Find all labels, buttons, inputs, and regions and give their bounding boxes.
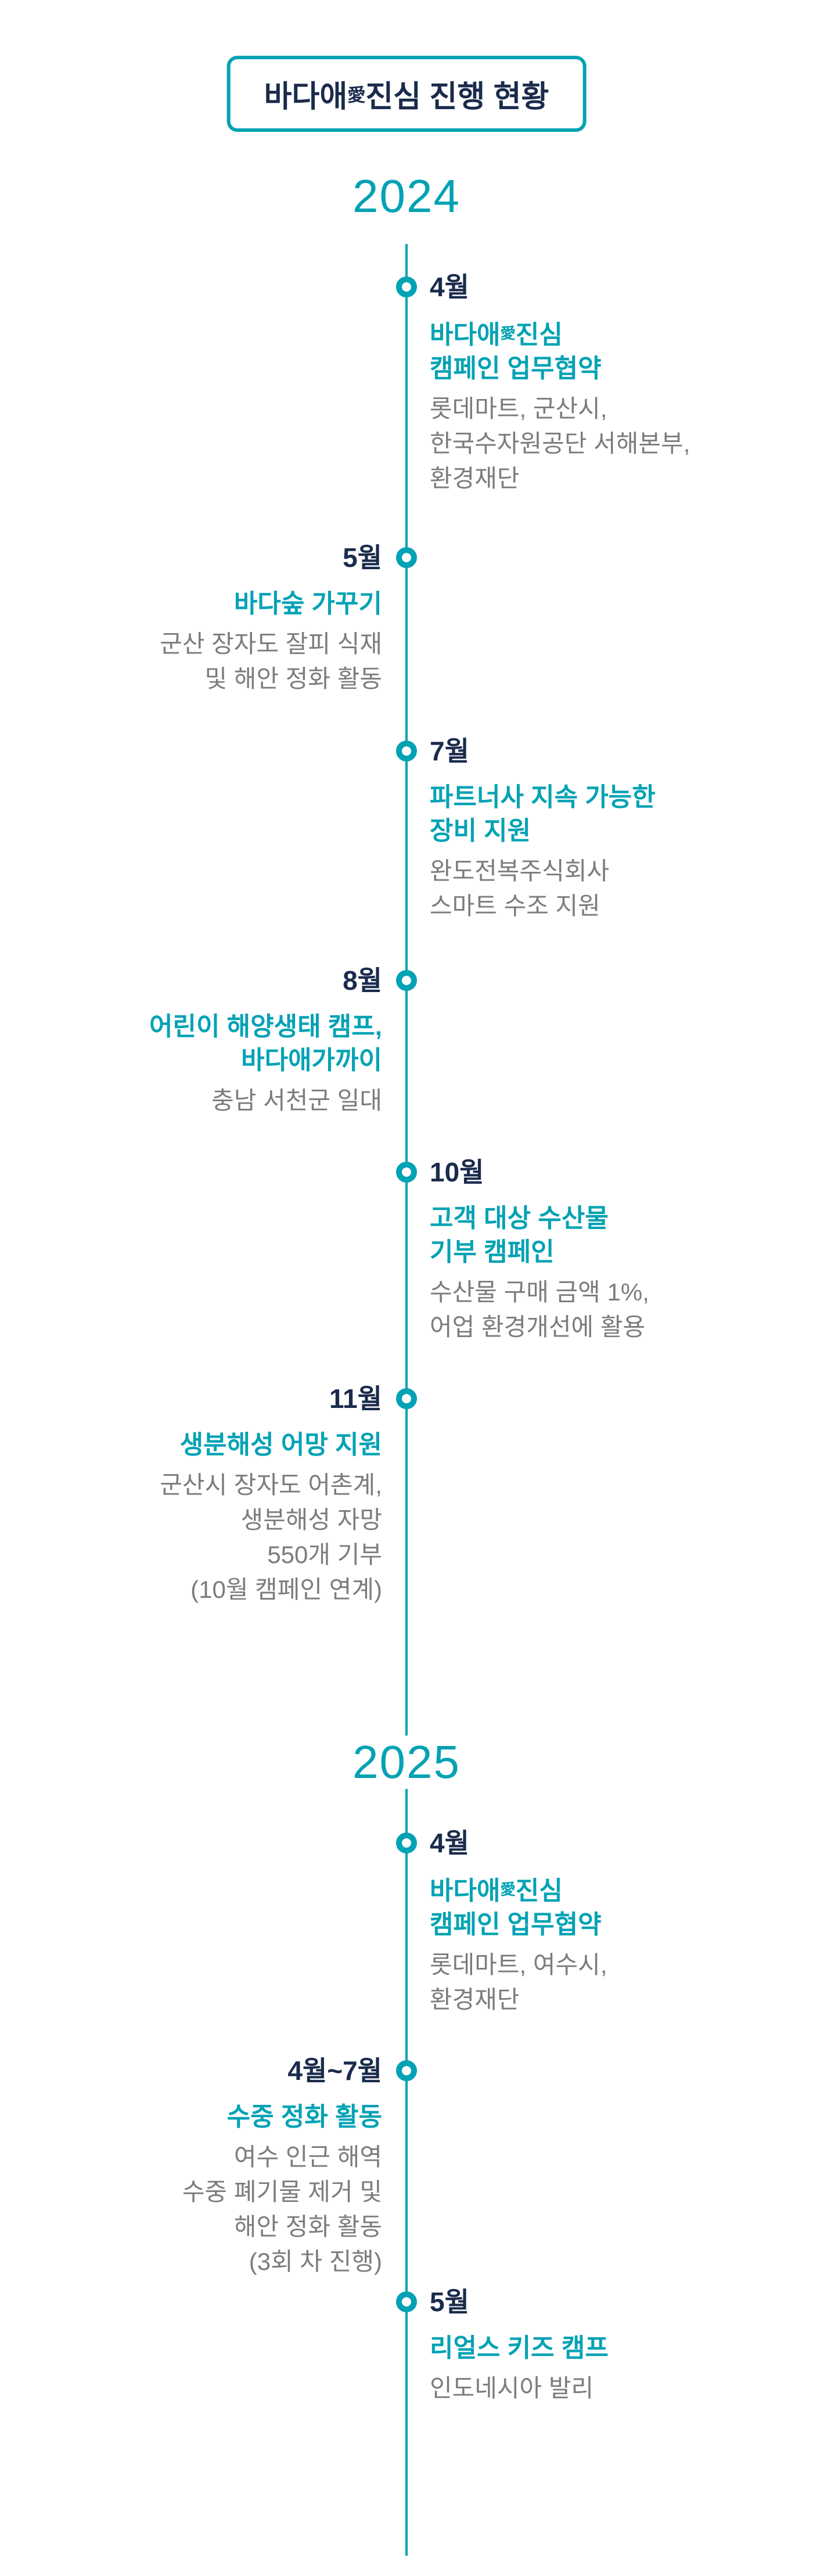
event-title: 장비 지원: [430, 817, 531, 845]
month-label: 8월: [343, 965, 382, 996]
event-body: 군산시 장자도 어촌계, 생분해성 자망 550개 기부 (10월 캠페인 연계…: [160, 1468, 382, 1607]
timeline-dot: [396, 970, 417, 991]
event-body-line: 및 해안 정화 활동: [204, 665, 383, 692]
timeline-dot: [396, 1388, 417, 1409]
love-character: 愛: [347, 85, 366, 106]
event-title: 캠페인 업무협약: [430, 1910, 602, 1939]
event-2025-april-july: 4월~7월 수중 정화 활동 여수 인근 해역 수중 폐기물 제거 및 해안 정…: [182, 2055, 382, 2279]
page-title-post: 진심 진행 현황: [365, 80, 549, 114]
timeline-dot: [396, 547, 417, 568]
month-label: 10월: [430, 1157, 484, 1187]
event-2024-may: 5월 바다숲 가꾸기 군산 장자도 잘피 식재 및 해안 정화 활동: [160, 542, 382, 696]
event-2025-may: 5월 리얼스 키즈 캠프 인도네시아 발리: [430, 2286, 609, 2406]
event-2025-april: 4월 바다애愛진심 캠페인 업무협약 롯데마트, 여수시, 환경재단: [430, 1827, 607, 2017]
title-post: 진심: [515, 1876, 563, 1905]
year-2025-label: 2025: [333, 1736, 480, 1789]
year-heading-2024: 2024: [0, 170, 813, 223]
event-2024-july: 7월 파트너사 지속 가능한 장비 지원 완도전복주식회사 스마트 수조 지원: [430, 735, 656, 924]
timeline-dot: [396, 276, 417, 297]
event-2024-october: 10월 고객 대상 수산물 기부 캠페인 수산물 구매 금액 1%, 어업 환경…: [430, 1156, 649, 1345]
event-title: 기부 캠페인: [430, 1238, 555, 1266]
event-title: 파트너사 지속 가능한: [430, 783, 656, 811]
year-heading-2025: 2025: [0, 1736, 813, 1789]
event-title: 바다숲 가꾸기: [233, 590, 382, 618]
event-body-line: 생분해성 자망: [240, 1506, 382, 1533]
title-pre: 바다애: [430, 1876, 501, 1905]
event-2024-april: 4월 바다애愛진심 캠페인 업무협약 롯데마트, 군산시, 한국수자원공단 서해…: [430, 271, 690, 496]
event-body-line: 환경재단: [430, 1985, 520, 2013]
event-body-line: 롯데마트, 군산시,: [430, 394, 607, 422]
title-post: 진심: [515, 320, 563, 349]
event-body-line: 어업 환경개선에 활용: [430, 1313, 646, 1341]
event-body-line: 스마트 수조 지원: [430, 892, 600, 919]
event-body-line: 완도전복주식회사: [430, 857, 610, 885]
event-title: 고객 대상 수산물: [430, 1204, 609, 1233]
title-pre: 바다애: [430, 320, 501, 349]
event-body-line: 수중 폐기물 제거 및: [182, 2178, 382, 2205]
event-2024-november: 11월 생분해성 어망 지원 군산시 장자도 어촌계, 생분해성 자망 550개…: [160, 1383, 382, 1607]
month-label: 11월: [329, 1384, 382, 1414]
event-body-line: 롯데마트, 여수시,: [430, 1950, 607, 1978]
event-body-line: (10월 캠페인 연계): [190, 1576, 382, 1603]
event-body-line: (3회 차 진행): [249, 2248, 382, 2275]
month-label: 4월~7월: [287, 2056, 382, 2086]
month-label: 7월: [430, 736, 469, 766]
event-body-line: 해안 정화 활동: [233, 2213, 382, 2240]
event-body-line: 군산시 장자도 어촌계,: [160, 1471, 382, 1499]
event-title: 바다애가까이: [241, 1046, 382, 1075]
event-body: 수산물 구매 금액 1%, 어업 환경개선에 활용: [430, 1275, 649, 1345]
timeline-dot: [396, 741, 417, 761]
event-body-line: 군산 장자도 잘피 식재: [160, 630, 382, 658]
event-title: 캠페인 업무협약: [430, 354, 602, 383]
event-body-line: 환경재단: [430, 464, 520, 492]
page-title: 바다애愛진심 진행 현황: [226, 56, 587, 132]
page-title-pre: 바다애: [264, 80, 348, 114]
event-body: 롯데마트, 군산시, 한국수자원공단 서해본부, 환경재단: [430, 391, 690, 496]
month-label: 5월: [430, 2287, 469, 2317]
event-title: 어린이 해양생태 캠프,: [149, 1012, 382, 1041]
love-character: 愛: [500, 1881, 516, 1898]
event-body-line: 인도네시아 발리: [430, 2374, 594, 2402]
month-label: 5월: [343, 542, 382, 573]
event-body-line: 여수 인근 해역: [233, 2143, 382, 2171]
event-body: 충남 서천군 일대: [149, 1083, 382, 1118]
month-label: 4월: [430, 272, 469, 302]
event-body-line: 550개 기부: [267, 1541, 382, 1568]
event-body: 여수 인근 해역 수중 폐기물 제거 및 해안 정화 활동 (3회 차 진행): [182, 2140, 382, 2279]
year-2024-label: 2024: [333, 170, 480, 223]
event-title: 바다애愛진심: [430, 317, 690, 352]
timeline-dot: [396, 1162, 417, 1183]
event-body: 인도네시아 발리: [430, 2371, 609, 2406]
love-character: 愛: [500, 325, 516, 342]
timeline-dot: [396, 1833, 417, 1853]
event-body-line: 충남 서천군 일대: [211, 1087, 382, 1114]
event-body-line: 수산물 구매 금액 1%,: [430, 1278, 649, 1306]
event-body: 군산 장자도 잘피 식재 및 해안 정화 활동: [160, 627, 382, 696]
event-title: 바다애愛진심: [430, 1873, 607, 1908]
timeline-dot: [396, 2291, 417, 2312]
event-title: 수중 정화 활동: [226, 2103, 382, 2131]
month-label: 4월: [430, 1828, 469, 1858]
event-body: 롯데마트, 여수시, 환경재단: [430, 1948, 607, 2017]
event-body-line: 한국수자원공단 서해본부,: [430, 429, 690, 457]
event-2024-august: 8월 어린이 해양생태 캠프, 바다애가까이 충남 서천군 일대: [149, 965, 382, 1118]
event-body: 완도전복주식회사 스마트 수조 지원: [430, 854, 656, 924]
event-title: 리얼스 키즈 캠프: [430, 2334, 609, 2362]
event-title: 생분해성 어망 지원: [179, 1431, 382, 1459]
timeline-dot: [396, 2060, 417, 2081]
